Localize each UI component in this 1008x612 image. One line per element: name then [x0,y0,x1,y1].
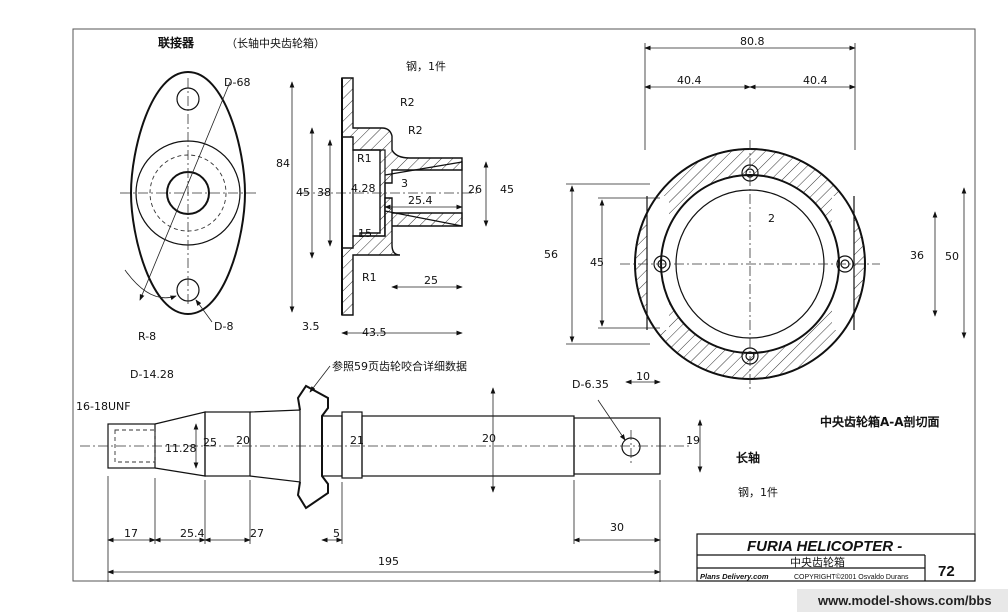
shaft-len-17: 17 [124,527,138,540]
connector-title: 联接器 [158,35,195,50]
dim-25: 25 [424,274,438,287]
dim-50: 50 [945,250,959,263]
dim-84: 84 [276,157,290,170]
dim-80-8: 80.8 [740,35,765,48]
publisher: Plans Delivery.com [700,572,769,581]
dim-45-gb: 45 [590,256,604,269]
gearbox-section-label: 中央齿轮箱A-A剖切面 [820,414,940,429]
watermark-text: www.model-shows.com/bbs [817,593,992,608]
dim-r1-top: R1 [357,152,372,165]
shaft-dim-d1428: D-14.28 [130,368,174,381]
title-block: FURIA HELICOPTER - 中央齿轮箱 Plans Delivery.… [696,533,976,582]
shaft-thread: 16-18UNF [76,400,131,413]
dim-26: 26 [468,183,482,196]
label-d68: D-68 [224,76,250,89]
dim-38: 38 [317,186,331,199]
label-d8: D-8 [214,320,233,333]
dim-45: 45 [296,186,310,199]
connector-front-view: 联接器 （长轴中央齿轮箱） 钢，1件 D-68 R-8 D-8 [120,35,446,343]
dim-45-right: 45 [500,183,514,196]
shaft-name: 长轴 [736,450,760,465]
connector-material: 钢，1件 [406,60,446,73]
long-shaft-view: D-14.28 16-18UNF 参照59页齿轮咬合详细数据 11.28 25 … [76,359,778,582]
dim-3-5: 3.5 [302,320,320,333]
dim-43-5: 43.5 [362,326,387,339]
copyright: COPYRIGHT©2001 Osvaldo Durans [794,573,909,581]
shaft-gear-note: 参照59页齿轮咬合详细数据 [332,359,467,373]
connector-section-view: 84 45 38 R2 R2 R1 4.28 3 25.4 15 26 45 R… [276,77,514,339]
sheet-number: 72 [938,563,955,580]
shaft-dim-20b: 20 [482,432,496,445]
shaft-material: 钢，1件 [738,486,778,499]
shaft-dim-25: 25 [203,436,217,449]
label-r8: R-8 [138,330,156,343]
watermark: www.model-shows.com/bbs [797,589,1008,612]
shaft-len-254: 25.4 [180,527,205,540]
dim-254: 25.4 [408,194,433,207]
flange-outline [129,70,247,316]
dim-r2-top: R2 [400,96,415,109]
shaft-dim-1128: 11.28 [165,442,197,455]
dim-428: 4.28 [351,182,376,195]
drawing-name: 中央齿轮箱 [790,555,845,569]
gearbox-section-view: 80.8 40.4 40.4 2 56 45 36 50 中央齿轮箱A-A剖切面 [544,35,967,429]
shaft-len-195: 195 [378,555,399,568]
dim-3: 3 [401,177,408,190]
shaft-len-30: 30 [610,521,624,534]
shaft-dim-19: 19 [686,434,700,447]
project-title: FURIA HELICOPTER - [747,538,902,555]
dim-56: 56 [544,248,558,261]
shaft-dim-20a: 20 [236,434,250,447]
dim-36: 36 [910,249,924,262]
dim-2: 2 [768,212,775,225]
shaft-dim-d635: D-6.35 [572,378,609,391]
shaft-len-27: 27 [250,527,264,540]
shaft-len-5: 5 [333,527,340,540]
dim-r1-bottom: R1 [362,271,377,284]
dim-40-4-right: 40.4 [803,74,828,87]
dim-15: 15 [358,227,372,240]
sheet-border [72,28,976,582]
shaft-dim-10: 10 [636,370,650,383]
dim-40-4-left: 40.4 [677,74,702,87]
connector-subtitle: （长轴中央齿轮箱） [226,36,325,50]
shaft-dim-21: 21 [350,434,364,447]
dim-r2-mid: R2 [408,124,423,137]
